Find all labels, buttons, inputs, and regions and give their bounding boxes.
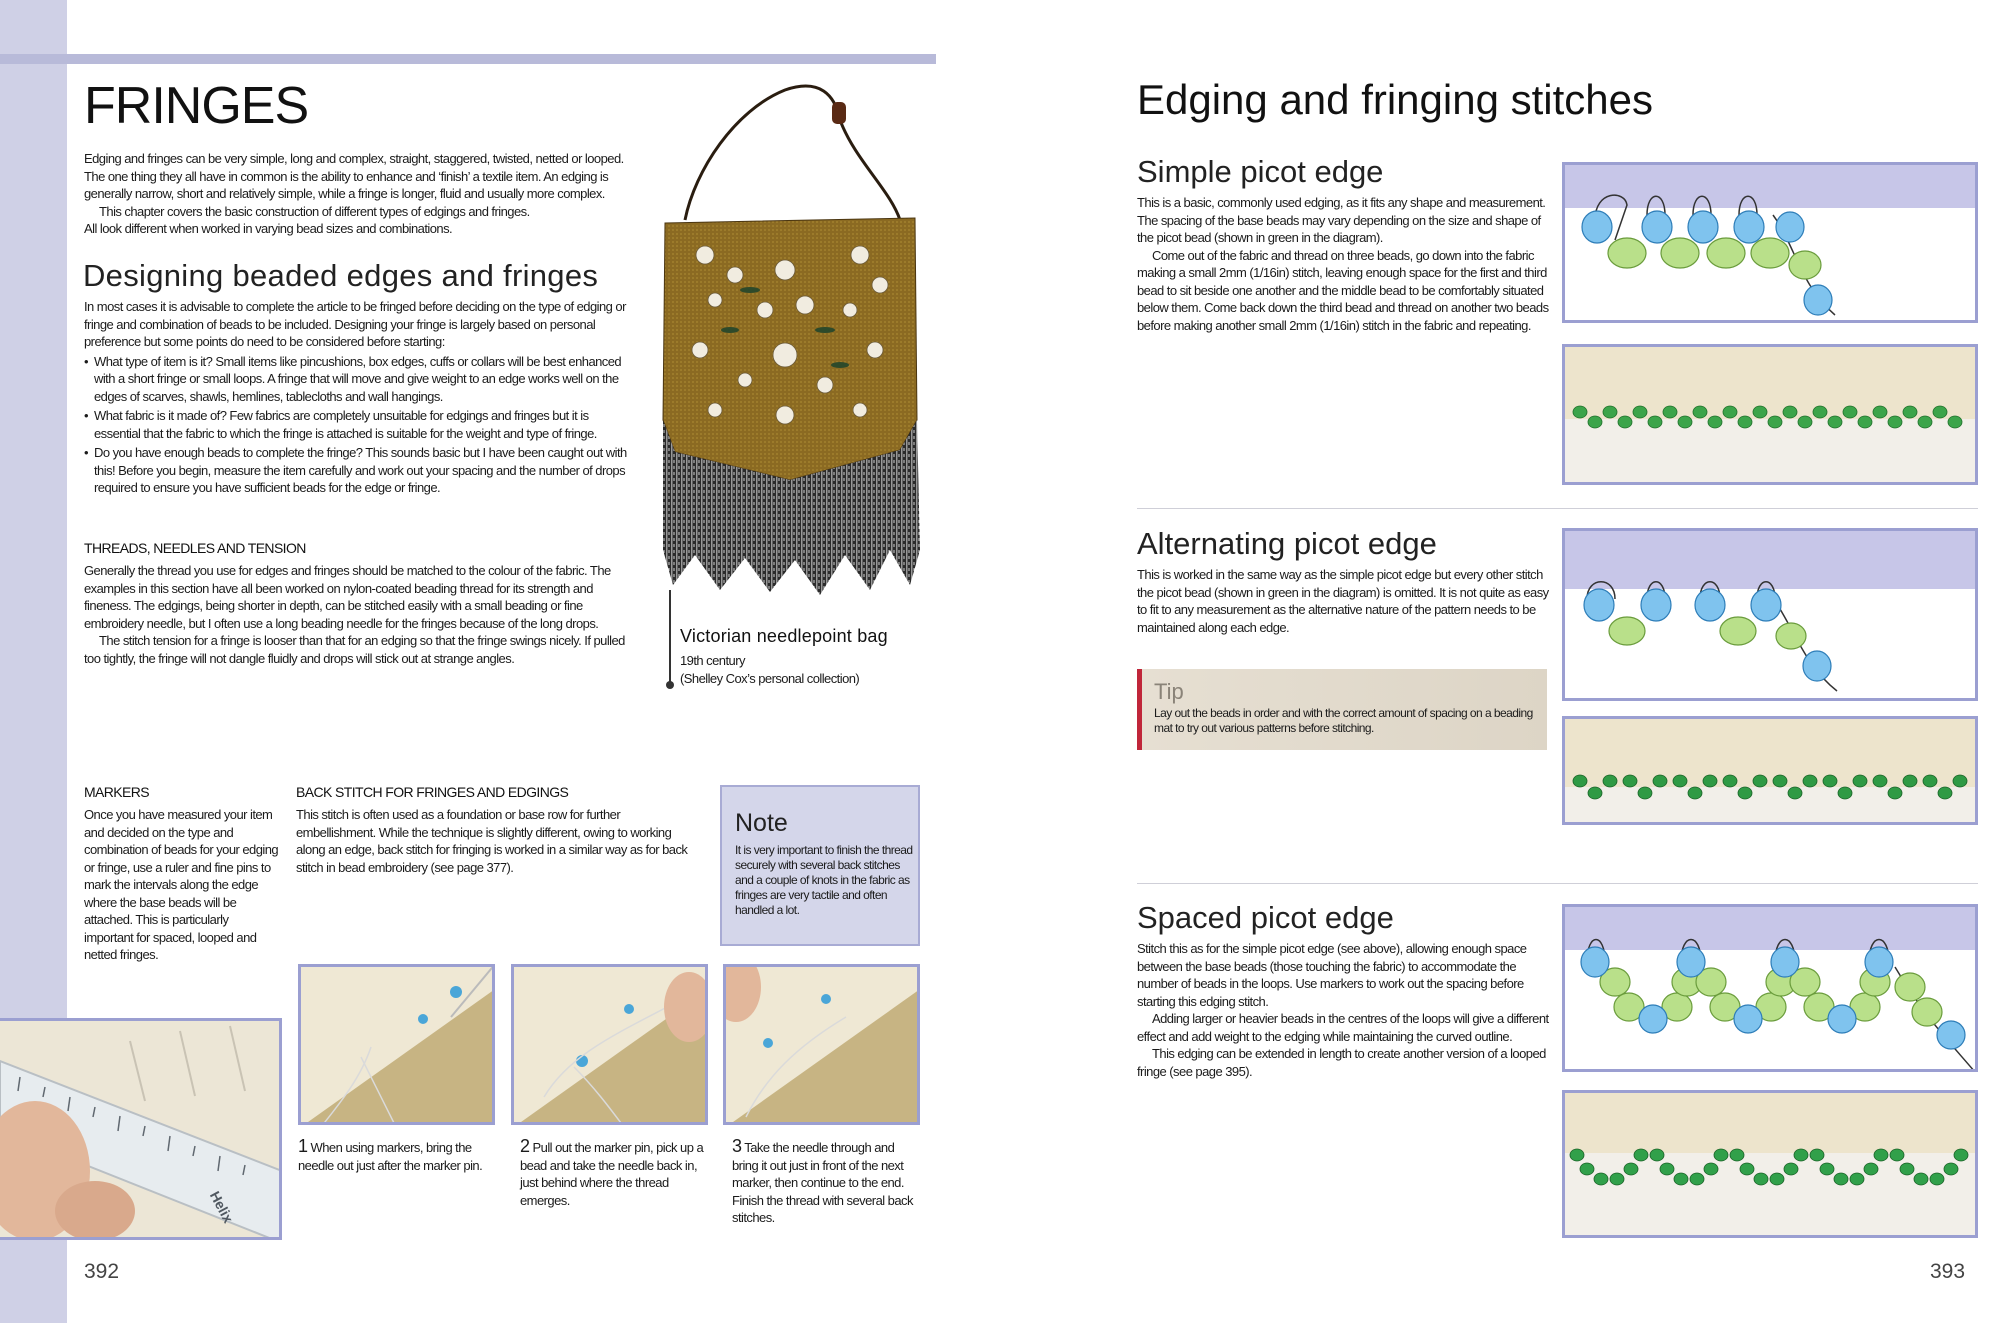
intro-paragraph: This chapter covers the basic constructi… (99, 203, 530, 219)
simple-picot-photo (1562, 344, 1978, 485)
backstitch-text: This stitch is often used as a foundatio… (296, 807, 688, 875)
step-text: Pull out the marker pin, pick up a bead … (520, 1140, 704, 1208)
simple-paragraph: This is a basic, commonly used edging, a… (1137, 195, 1546, 245)
step-2-caption: 2 Pull out the marker pin, pick up a bea… (520, 1136, 710, 1209)
caption-dot (666, 681, 674, 689)
threads-paragraph: The stitch tension for a fringe is loose… (84, 633, 625, 666)
step-number: 3 (732, 1136, 742, 1156)
step-3-photo (723, 964, 920, 1125)
bag-caption-source: (Shelley Cox’s personal collection) (680, 671, 860, 686)
page-title: FRINGES (84, 77, 309, 135)
spaced-picot-diagram (1562, 904, 1978, 1072)
simple-paragraph: Come out of the fabric and thread on thr… (1137, 247, 1549, 333)
section-divider (1137, 508, 1978, 509)
spaced-paragraph: Adding larger or heavier beads in the ce… (1137, 1011, 1549, 1044)
note-box: Note It is very important to finish the … (720, 785, 920, 946)
spaced-paragraph: Stitch this as for the simple picot edge… (1137, 941, 1527, 1009)
step-1-photo (298, 964, 495, 1125)
step-text: Take the needle through and bring it out… (732, 1140, 913, 1225)
note-heading: Note (735, 809, 788, 837)
bag-caption-date: 19th century (680, 653, 746, 668)
caption-line (669, 590, 671, 685)
right-page-title: Edging and fringing stitches (1137, 76, 1653, 123)
step-number: 1 (298, 1136, 308, 1156)
ruler-photo: Helix (0, 1018, 282, 1240)
designing-section: In most cases it is advisable to complet… (84, 298, 634, 497)
intro-paragraph: All look different when worked in varyin… (84, 221, 453, 236)
tip-box: Tip Lay out the beads in order and with … (1137, 669, 1547, 750)
fabric-band (1565, 531, 1975, 589)
designing-heading: Designing beaded edges and fringes (83, 258, 599, 293)
fabric-band (1565, 907, 1975, 950)
spaced-paragraph: This edging can be extended in length to… (1137, 1046, 1546, 1079)
simple-picot-heading: Simple picot edge (1137, 154, 1384, 189)
intro-paragraph: Edging and fringes can be very simple, l… (84, 151, 624, 201)
spaced-picot-photo (1562, 1090, 1978, 1238)
fabric-band (1565, 165, 1975, 208)
intro-text: Edging and fringes can be very simple, l… (84, 150, 632, 238)
step-number: 2 (520, 1136, 530, 1156)
bag-caption-title: Victorian needlepoint bag (680, 626, 888, 646)
markers-heading: MARKERS (84, 784, 150, 800)
simple-picot-diagram (1562, 162, 1978, 323)
backstitch-heading: BACK STITCH FOR FRINGES AND EDGINGS (296, 784, 569, 800)
bullet-item: What fabric is it made of? Few fabrics a… (84, 407, 634, 442)
markers-text: Once you have measured your item and dec… (84, 807, 279, 962)
victorian-bag-photo (655, 80, 940, 620)
page-number-right: 393 (1930, 1260, 1966, 1283)
alternating-picot-heading: Alternating picot edge (1137, 526, 1437, 561)
designing-bullets: What type of item is it? Small items lik… (84, 353, 634, 497)
tip-heading: Tip (1154, 679, 1184, 704)
note-text: It is very important to finish the threa… (735, 843, 913, 917)
bullet-item: Do you have enough beads to complete the… (84, 444, 634, 497)
alternating-picot-diagram (1562, 528, 1978, 701)
step-text: When using markers, bring the needle out… (298, 1140, 483, 1173)
spaced-picot-text: Stitch this as for the simple picot edge… (1137, 940, 1552, 1080)
designing-text: In most cases it is advisable to complet… (84, 299, 626, 349)
spaced-picot-heading: Spaced picot edge (1137, 900, 1394, 935)
alternating-picot-text: This is worked in the same way as the si… (1137, 567, 1549, 635)
alternating-picot-photo (1562, 716, 1978, 825)
threads-section: Generally the thread you use for edges a… (84, 562, 634, 667)
header-rule (0, 54, 936, 64)
step-1-caption: 1 When using markers, bring the needle o… (298, 1136, 488, 1174)
simple-picot-text: This is a basic, commonly used edging, a… (1137, 194, 1552, 334)
bullet-item: What type of item is it? Small items lik… (84, 353, 634, 406)
step-2-photo (511, 964, 708, 1125)
section-divider (1137, 883, 1978, 884)
page-number-left: 392 (84, 1260, 120, 1283)
step-3-caption: 3 Take the needle through and bring it o… (732, 1136, 922, 1227)
tip-text: Lay out the beads in order and with the … (1154, 706, 1533, 735)
threads-paragraph: Generally the thread you use for edges a… (84, 563, 611, 631)
threads-heading: THREADS, NEEDLES AND TENSION (84, 540, 306, 556)
